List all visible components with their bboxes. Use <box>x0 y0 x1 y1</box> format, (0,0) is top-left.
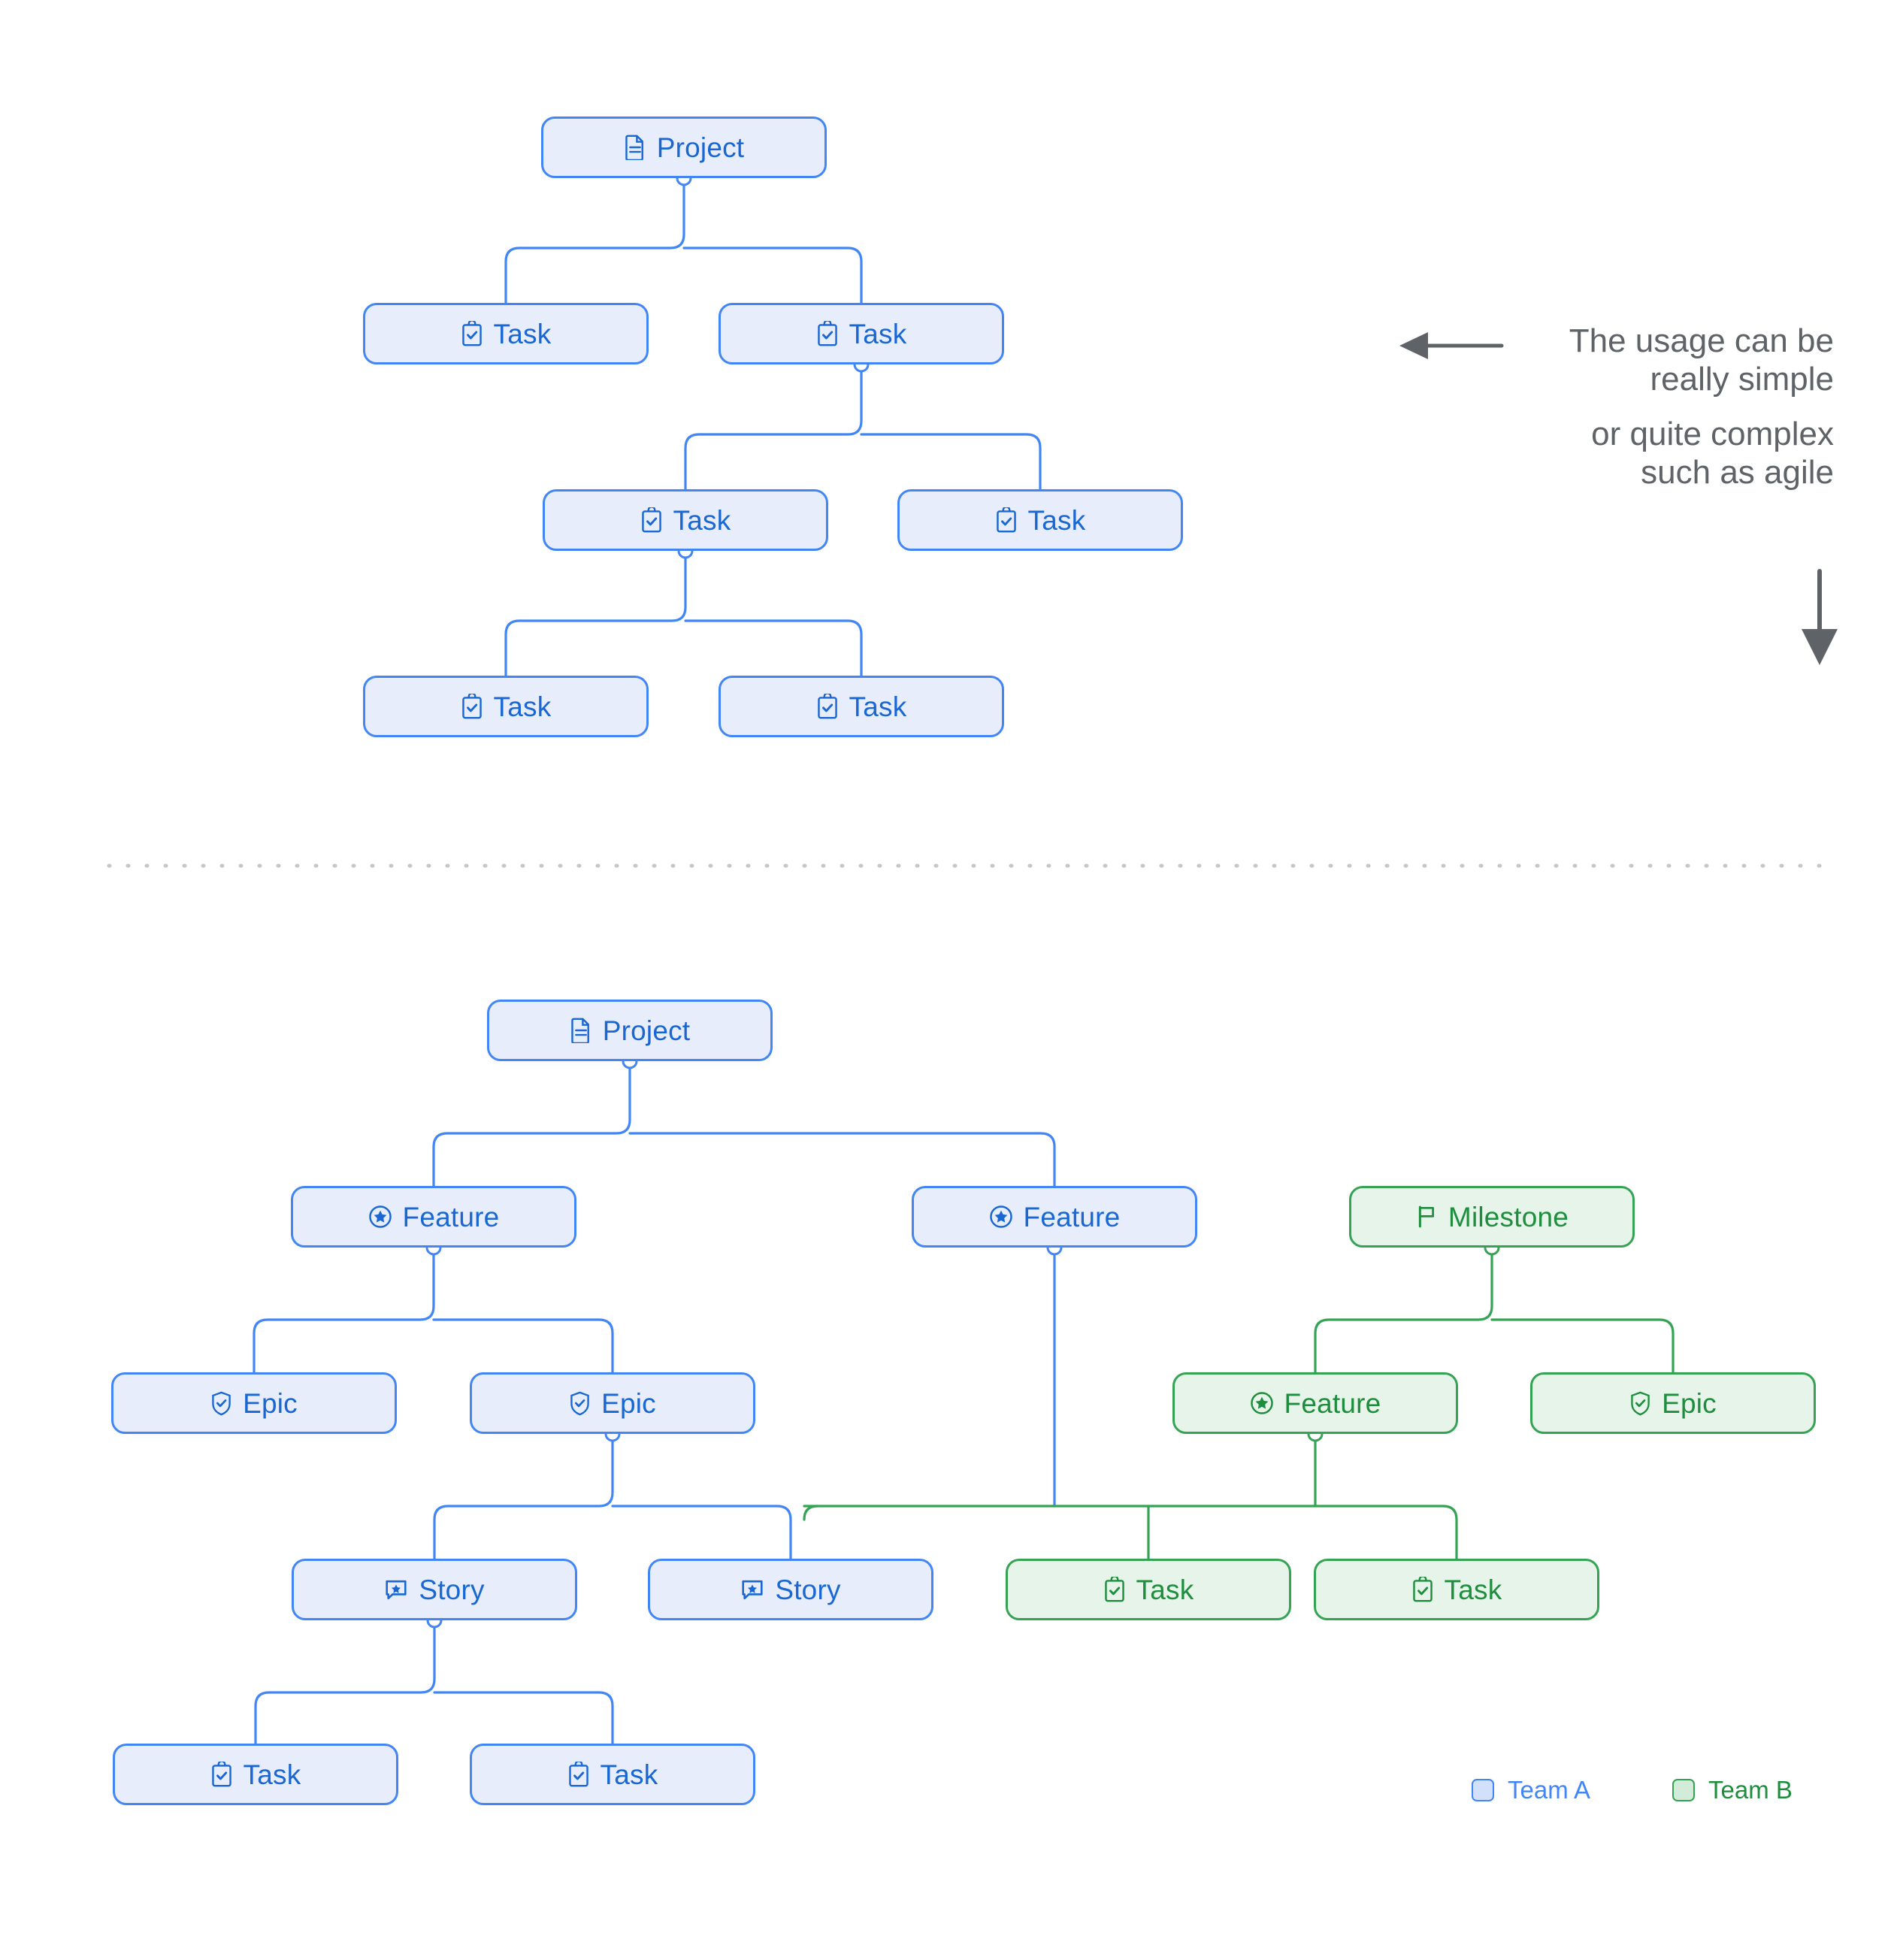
node-label: Epic <box>1662 1387 1717 1419</box>
node-project[interactable]: Project <box>541 116 827 178</box>
comment-star-icon <box>740 1577 764 1602</box>
node-label: Milestone <box>1448 1201 1569 1233</box>
node-label: Task <box>1444 1574 1502 1605</box>
node-label: Project <box>656 132 745 163</box>
node-feature[interactable]: Feature <box>912 1186 1197 1248</box>
legend-label: Team B <box>1708 1776 1793 1804</box>
document-icon <box>624 135 646 160</box>
node-feature[interactable]: Feature <box>1172 1372 1458 1434</box>
color-swatch-blue-icon <box>1472 1779 1494 1801</box>
annotation-line-3: or quite complex <box>1591 416 1834 453</box>
clipboard-check-icon <box>461 694 483 719</box>
document-icon <box>570 1018 592 1043</box>
node-epic[interactable]: Epic <box>111 1372 397 1434</box>
node-label: Epic <box>243 1387 298 1419</box>
annotation-text: The usage can be really simple or quite … <box>1473 322 1834 492</box>
node-label: Task <box>849 691 907 722</box>
node-task[interactable]: Task <box>719 303 1004 364</box>
shield-check-icon <box>1629 1391 1651 1416</box>
annotation-line-2: really simple <box>1650 361 1834 398</box>
flag-icon <box>1415 1205 1438 1229</box>
node-label: Feature <box>1284 1387 1381 1419</box>
clipboard-check-icon <box>640 507 663 533</box>
legend-item-team-a[interactable]: Team A <box>1472 1776 1590 1804</box>
star-circle-icon <box>1250 1391 1274 1415</box>
node-story[interactable]: Story <box>292 1559 577 1620</box>
clipboard-check-icon <box>1103 1577 1126 1602</box>
node-label: Epic <box>601 1387 656 1419</box>
node-task[interactable]: Task <box>1006 1559 1291 1620</box>
clipboard-check-icon <box>1411 1577 1434 1602</box>
annotation-line-1: The usage can be <box>1569 322 1834 359</box>
clipboard-check-icon <box>567 1762 590 1787</box>
node-label: Task <box>243 1759 301 1790</box>
shield-check-icon <box>210 1391 232 1416</box>
node-feature[interactable]: Feature <box>291 1186 576 1248</box>
node-label: Task <box>673 504 731 536</box>
node-task[interactable]: Task <box>363 676 649 737</box>
node-label: Task <box>1027 504 1086 536</box>
node-story[interactable]: Story <box>648 1559 933 1620</box>
node-label: Feature <box>402 1201 500 1233</box>
clipboard-check-icon <box>461 321 483 346</box>
comment-star-icon <box>384 1577 408 1602</box>
shield-check-icon <box>569 1391 591 1416</box>
node-epic[interactable]: Epic <box>1530 1372 1816 1434</box>
node-label: Story <box>419 1574 485 1605</box>
node-task[interactable]: Task <box>543 489 828 551</box>
node-label: Task <box>849 318 907 349</box>
node-label: Task <box>600 1759 658 1790</box>
legend-label: Team A <box>1508 1776 1591 1804</box>
node-label: Task <box>493 318 552 349</box>
node-label: Feature <box>1023 1201 1121 1233</box>
node-task[interactable]: Task <box>363 303 649 364</box>
node-project[interactable]: Project <box>487 1000 773 1061</box>
node-label: Project <box>602 1015 691 1046</box>
legend-item-team-b[interactable]: Team B <box>1672 1776 1793 1804</box>
node-milestone[interactable]: Milestone <box>1349 1186 1635 1248</box>
node-task[interactable]: Task <box>113 1744 398 1805</box>
node-task[interactable]: Task <box>897 489 1183 551</box>
simple-tree-wires <box>504 177 1042 677</box>
node-label: Task <box>493 691 552 722</box>
clipboard-check-icon <box>210 1762 233 1787</box>
star-circle-icon <box>368 1205 392 1229</box>
annotation-line-4: such as agile <box>1641 454 1834 492</box>
node-epic[interactable]: Epic <box>470 1372 755 1434</box>
arrow-down-icon <box>1802 569 1838 665</box>
star-circle-icon <box>989 1205 1013 1229</box>
node-task[interactable]: Task <box>470 1744 755 1805</box>
color-swatch-green-icon <box>1672 1779 1695 1801</box>
node-task[interactable]: Task <box>719 676 1004 737</box>
node-label: Story <box>775 1574 841 1605</box>
clipboard-check-icon <box>995 507 1018 533</box>
node-label: Task <box>1136 1574 1194 1605</box>
clipboard-check-icon <box>816 321 839 346</box>
clipboard-check-icon <box>816 694 839 719</box>
node-task[interactable]: Task <box>1314 1559 1599 1620</box>
